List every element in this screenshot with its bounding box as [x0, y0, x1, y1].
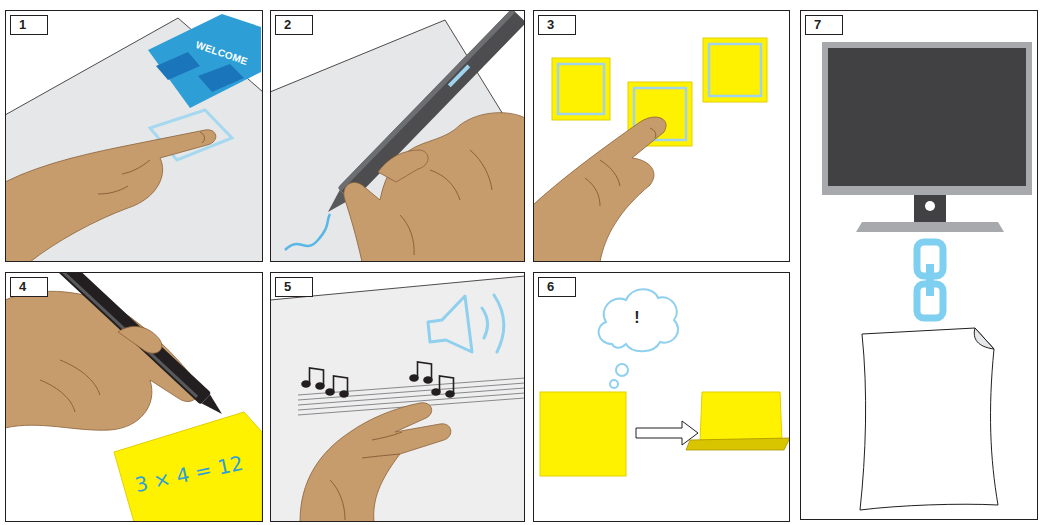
hand-detail — [98, 132, 204, 194]
pen-window — [448, 64, 470, 87]
note-fold — [686, 438, 789, 450]
comic-panel: 3 — [533, 10, 790, 262]
sound-waves — [482, 295, 504, 352]
panel-four-art — [6, 273, 227, 430]
panel-two-art — [271, 11, 524, 261]
monitor-screen — [828, 48, 1026, 186]
thought-dot — [616, 364, 628, 376]
panel-number: 3 — [538, 15, 576, 35]
panel-three-art — [534, 38, 767, 261]
music-notes — [302, 362, 454, 397]
ink-stroke — [285, 214, 330, 250]
hand-detail — [400, 150, 492, 255]
finger — [378, 150, 428, 182]
welcome-card: WELCOME — [148, 14, 261, 108]
thought-bubble-shape — [599, 289, 678, 351]
panel-number: 5 — [275, 277, 313, 297]
hand-detail — [40, 360, 100, 412]
card-tile — [198, 64, 244, 92]
sticky-note — [540, 392, 626, 476]
note-highlight — [558, 64, 604, 114]
comic-panel: 2 — [270, 10, 525, 262]
note-highlight — [709, 44, 761, 96]
monitor-neck — [914, 195, 946, 223]
pen-body — [10, 273, 211, 405]
cable-hole — [925, 201, 935, 211]
sticky-note — [703, 38, 767, 102]
welcome-card-shape — [148, 14, 261, 108]
hand — [534, 117, 666, 261]
card-tile — [156, 52, 200, 80]
hand-detail — [585, 128, 656, 206]
hand — [344, 113, 524, 261]
note-stem — [418, 362, 432, 380]
panel-seven-art — [822, 42, 1032, 510]
paper-sheet — [6, 18, 262, 261]
panel-one-art — [6, 18, 262, 261]
chain-bar — [926, 264, 934, 296]
hand-detail — [330, 432, 402, 520]
comic-panel: 7 — [800, 10, 1038, 520]
panel-number: 7 — [805, 15, 843, 35]
comic-panel: 5 — [270, 272, 525, 522]
panel-number: 2 — [275, 15, 313, 35]
sheet-music — [271, 276, 524, 521]
thought-bubble: ! — [592, 284, 682, 356]
standing-note — [700, 392, 782, 442]
comic-panel: 1 WELCOME — [5, 10, 263, 262]
panel-number: 6 — [538, 277, 576, 297]
transform-arrow — [636, 421, 698, 445]
finger — [118, 326, 162, 353]
sticky-note-shape — [114, 412, 262, 522]
panel-number: 4 — [10, 277, 48, 297]
thought-dot — [610, 380, 618, 388]
note-stem — [440, 376, 454, 394]
sticky-note: 3 × 4 = 12 — [104, 412, 262, 522]
sticky-note — [552, 58, 610, 120]
note-stem — [310, 368, 324, 386]
pen — [10, 273, 227, 420]
exclamation-mark: ! — [634, 309, 639, 327]
comic-panel: 6! — [533, 272, 790, 522]
panel-five-art — [271, 276, 524, 521]
hand — [6, 130, 216, 261]
monitor-base — [856, 222, 1004, 232]
speaker-icon — [428, 296, 472, 352]
note-stem — [334, 376, 348, 394]
staff-line — [298, 388, 524, 405]
comic-panel: 4 3 × 4 = 12 — [5, 272, 263, 522]
page-curl — [974, 328, 994, 349]
paper-document — [860, 328, 998, 510]
monitor-bezel — [822, 42, 1032, 195]
panel-number: 1 — [10, 15, 48, 35]
panel-six-art — [540, 364, 789, 476]
staff-line — [298, 383, 524, 400]
hand — [300, 403, 451, 521]
